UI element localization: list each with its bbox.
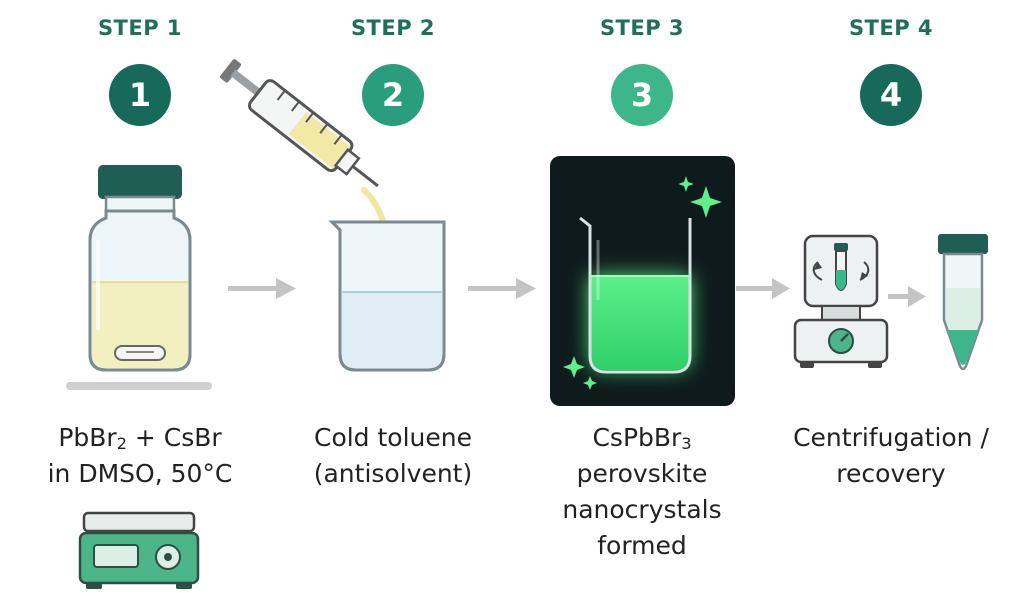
step-2-label: STEP 2 xyxy=(350,16,436,40)
step-4-caption-line: Centrifugation / xyxy=(793,423,989,452)
step-4-caption: Centrifugation / recovery xyxy=(771,420,1011,492)
glowing-beaker-icon xyxy=(579,216,692,374)
step-3-caption-line: perovskite xyxy=(576,459,708,488)
step-3-caption-line: CsPbBr3 xyxy=(592,423,692,453)
sparkle-icon xyxy=(563,176,722,390)
arrow-right-icon xyxy=(468,278,536,299)
step-4-badge: 4 xyxy=(860,64,922,126)
step-2-caption-line: Cold toluene xyxy=(313,423,472,452)
step-1-label: STEP 1 xyxy=(97,16,183,40)
vial-icon xyxy=(88,165,192,372)
subscript: 2 xyxy=(116,434,127,453)
step-3-caption: CsPbBr3 perovskite nanocrystals formed xyxy=(522,420,762,564)
step-1-badge: 1 xyxy=(109,64,171,126)
stir-bar-icon xyxy=(114,345,166,361)
step-3-label: STEP 3 xyxy=(599,16,685,40)
subscript: 3 xyxy=(681,434,692,453)
step-2-badge: 2 xyxy=(362,64,424,126)
step-4-label: STEP 4 xyxy=(848,16,934,40)
step-3-caption-line: nanocrystals xyxy=(562,495,722,524)
arrow-right-icon xyxy=(736,278,790,299)
step-1-caption: PbBr2 + CsBr in DMSO, 50°C xyxy=(20,420,260,492)
syringe-icon xyxy=(220,59,379,188)
step-4-caption-line: recovery xyxy=(836,459,946,488)
arrow-right-icon xyxy=(228,278,296,299)
arrow-right-icon xyxy=(888,286,926,307)
hot-plate-surface xyxy=(66,382,212,390)
step-2-caption: Cold toluene (antisolvent) xyxy=(273,420,513,492)
beaker-icon xyxy=(328,220,446,372)
hot-plate-icon xyxy=(78,511,200,589)
step-2-caption-line: (antisolvent) xyxy=(313,459,473,488)
centrifuge-icon xyxy=(793,234,889,368)
step-3-caption-line: formed xyxy=(597,531,687,560)
step-3-badge: 3 xyxy=(611,64,673,126)
step-1-caption-line: PbBr2 + CsBr xyxy=(58,423,222,453)
centrifuge-tube-icon xyxy=(938,234,988,371)
step-1-caption-line: in DMSO, 50°C xyxy=(47,459,233,488)
